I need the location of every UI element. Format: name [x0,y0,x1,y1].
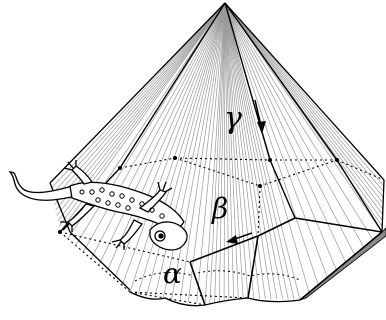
ruling-line [225,3,382,232]
ruling-line [172,3,225,299]
ruling-line [210,3,225,304]
ruling-lines [50,3,384,305]
ruling-line [225,3,383,215]
label-beta: β [211,192,228,225]
ruling-line [225,3,327,277]
label-alpha: α [163,257,182,290]
ruling-line [138,3,225,293]
ruling-line [225,3,383,197]
label-gamma: γ [224,101,242,136]
ruling-line [225,3,277,299]
ruling-line [225,3,373,240]
ruling-line [225,3,364,247]
ruling-line [225,3,243,299]
ruling-line [180,3,225,301]
ruling-line [147,3,225,295]
ruling-line [51,3,225,188]
